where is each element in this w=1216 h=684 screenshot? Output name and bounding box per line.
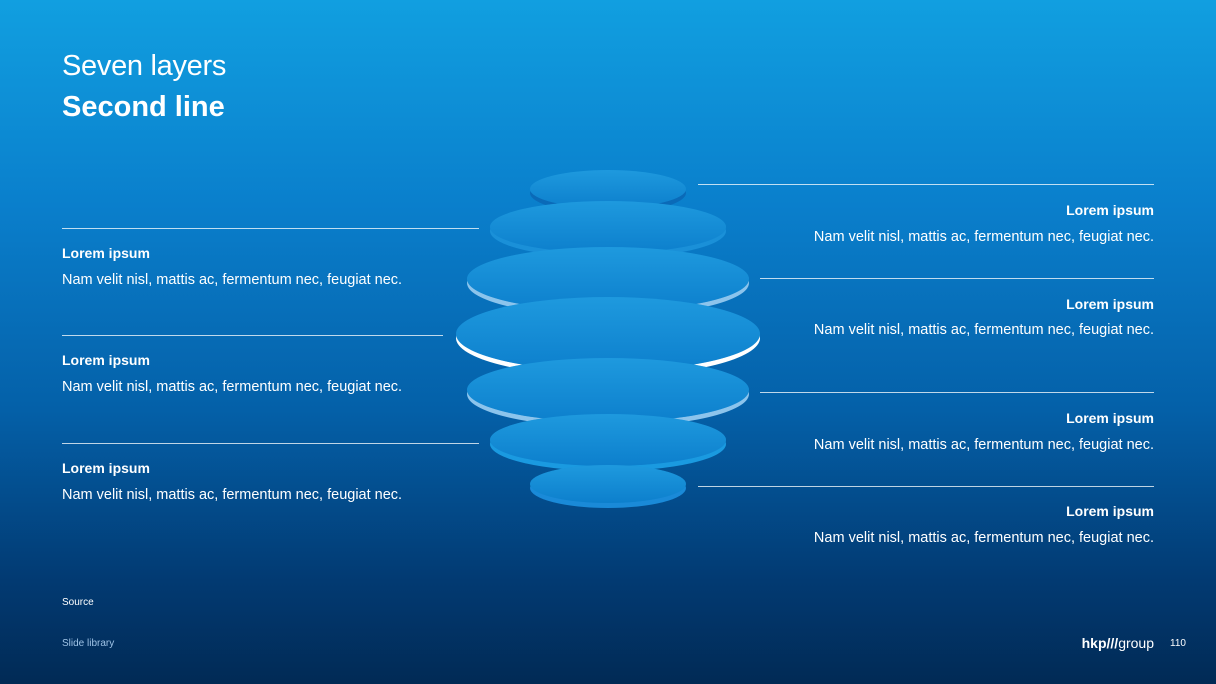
right-item-title: Lorem ipsum — [1066, 296, 1154, 312]
divider — [760, 278, 1154, 279]
disc-shade — [467, 358, 749, 422]
page-number: 110 — [1170, 638, 1186, 649]
divider — [62, 228, 479, 229]
slide-title: Seven layers — [62, 50, 227, 82]
company-logo: hkp///group — [1082, 635, 1154, 651]
right-item-body: Nam velit nisl, mattis ac, fermentum nec… — [813, 229, 1154, 245]
layer-disc-2 — [490, 201, 726, 258]
left-item-title: Lorem ipsum — [62, 352, 150, 368]
logo-light: group — [1118, 635, 1154, 651]
right-item-body: Nam velit nisl, mattis ac, fermentum nec… — [813, 530, 1154, 546]
disc-shade — [490, 201, 726, 253]
source-note: Source — [62, 597, 94, 608]
divider — [698, 184, 1154, 185]
layer-disc-3 — [467, 247, 749, 316]
left-item-body: Nam velit nisl, mattis ac, fermentum nec… — [62, 487, 403, 503]
disc-shade — [467, 247, 749, 311]
right-item-body: Nam velit nisl, mattis ac, fermentum nec… — [813, 437, 1154, 453]
logo-bold: hkp/// — [1081, 635, 1119, 651]
divider — [698, 486, 1154, 487]
divider — [62, 443, 479, 444]
layer-disc-7 — [530, 465, 686, 508]
left-item-body: Nam velit nisl, mattis ac, fermentum nec… — [62, 379, 403, 395]
right-item-body: Nam velit nisl, mattis ac, fermentum nec… — [813, 322, 1154, 338]
divider — [760, 392, 1154, 393]
layer-disc-5 — [467, 358, 749, 427]
disc-shade — [530, 465, 686, 503]
slide-subtitle: Second line — [62, 91, 225, 123]
left-item-body: Nam velit nisl, mattis ac, fermentum nec… — [62, 272, 403, 288]
left-item-title: Lorem ipsum — [62, 460, 150, 476]
right-item-title: Lorem ipsum — [1066, 503, 1154, 519]
disc-shade — [530, 170, 686, 208]
right-item-title: Lorem ipsum — [1066, 410, 1154, 426]
left-item-title: Lorem ipsum — [62, 245, 150, 261]
layer-disc-1 — [530, 170, 686, 213]
footer-library: Slide library — [62, 638, 115, 649]
layer-disc-4 — [456, 297, 760, 376]
right-item-title: Lorem ipsum — [1066, 202, 1154, 218]
layer-disc-6 — [490, 414, 726, 471]
divider — [62, 335, 443, 336]
disc-shade — [456, 297, 760, 371]
disc-shade — [490, 414, 726, 466]
